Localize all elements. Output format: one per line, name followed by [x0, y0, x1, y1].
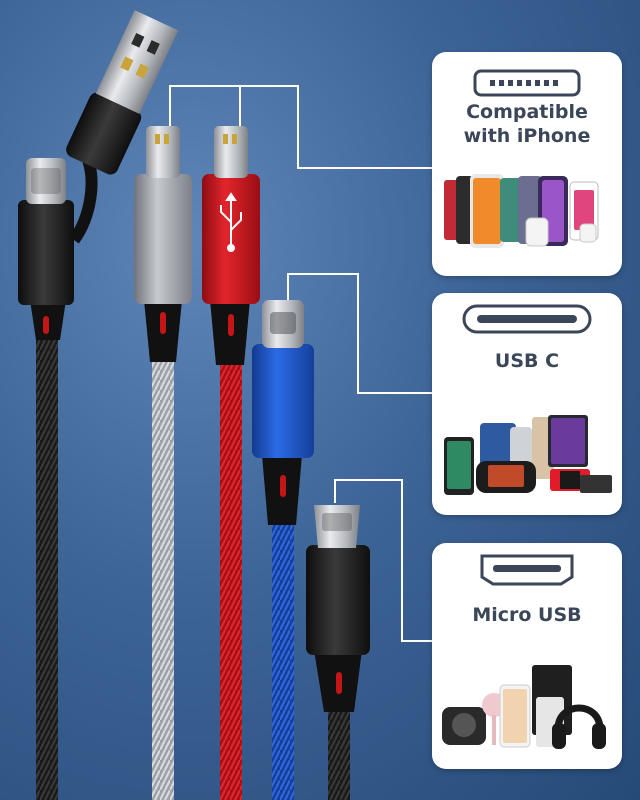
micro-usb-devices-icon: [442, 665, 606, 749]
micro-usb-cable: [306, 505, 370, 800]
red-cable: [202, 126, 260, 800]
card-title-line1: USB C: [494, 350, 560, 372]
card-title-line1: Compatible: [466, 101, 588, 123]
micro-usb-port-icon: [480, 554, 574, 586]
card-iphone: Compatible with iPhone: [432, 52, 622, 276]
card-title-line2: with iPhone: [463, 125, 591, 147]
connector-lines: [169, 85, 432, 642]
blue-cable: [252, 300, 314, 800]
lightning-port-icon: [473, 69, 581, 97]
usb-c-port-icon: [462, 304, 592, 334]
apple-devices-icon: [444, 174, 599, 248]
card-title-line1: Micro USB: [472, 604, 582, 626]
usb-c-devices-icon: [444, 415, 612, 495]
silver-cable: [134, 126, 192, 800]
card-usb-c: USB C: [432, 293, 622, 515]
black-cable: [18, 10, 179, 800]
card-micro-usb: Micro USB: [432, 543, 622, 769]
